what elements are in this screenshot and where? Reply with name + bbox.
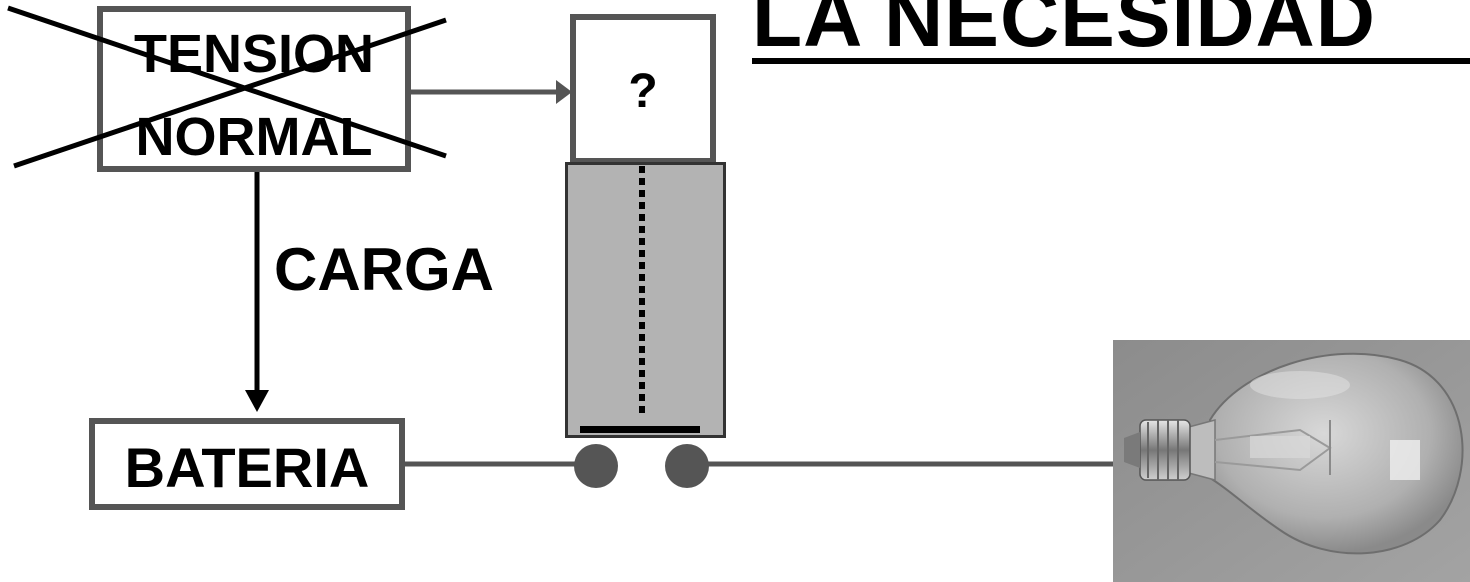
question-mark: ? [628, 65, 658, 118]
arrowhead-down [245, 390, 269, 412]
question-box: ? [570, 14, 716, 164]
title-underline [752, 58, 1470, 64]
contact-right [665, 444, 709, 488]
bateria-box: BATERIA [89, 418, 405, 510]
contact-left [574, 444, 618, 488]
arrowhead-right [556, 80, 572, 104]
slide-title: LA NECESIDAD [752, 0, 1376, 64]
cross-line-a [7, 5, 447, 159]
bateria-label: BATERIA [124, 436, 370, 499]
relay-contact-bar [580, 426, 700, 433]
tension-normal-box: TENSION NORMAL [97, 6, 411, 172]
cross-line-b [13, 17, 447, 169]
relay-body [565, 162, 726, 438]
tension-label: TENSION [133, 24, 375, 84]
light-bulb-icon [1113, 340, 1470, 582]
carga-label: CARGA [274, 236, 494, 303]
